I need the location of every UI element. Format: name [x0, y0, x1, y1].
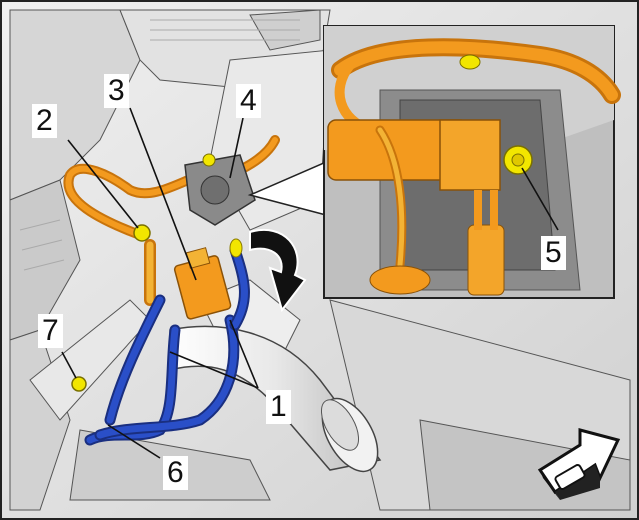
- orange-refrigerant-pipe: [63, 135, 280, 306]
- bolt-top: [202, 153, 216, 167]
- bolt-7: [71, 376, 87, 392]
- compressor-body: [184, 154, 256, 226]
- callout-4: 4: [236, 84, 261, 118]
- callout-2: 2: [32, 104, 57, 138]
- callout-1: 1: [266, 390, 291, 424]
- callout-6: 6: [163, 456, 188, 490]
- callout-3: 3: [104, 74, 129, 108]
- curved-rotation-arrow-icon: [249, 229, 307, 313]
- callout-5: 5: [541, 236, 566, 270]
- callout-7: 7: [38, 314, 63, 348]
- inset-detail-view: [323, 25, 621, 299]
- leader-lines: [61, 107, 559, 459]
- bolt-2: [133, 224, 151, 242]
- electrical-connector: [173, 238, 243, 320]
- blue-cable-harness: [84, 244, 250, 446]
- vehicle-front-direction-icon: [537, 428, 621, 500]
